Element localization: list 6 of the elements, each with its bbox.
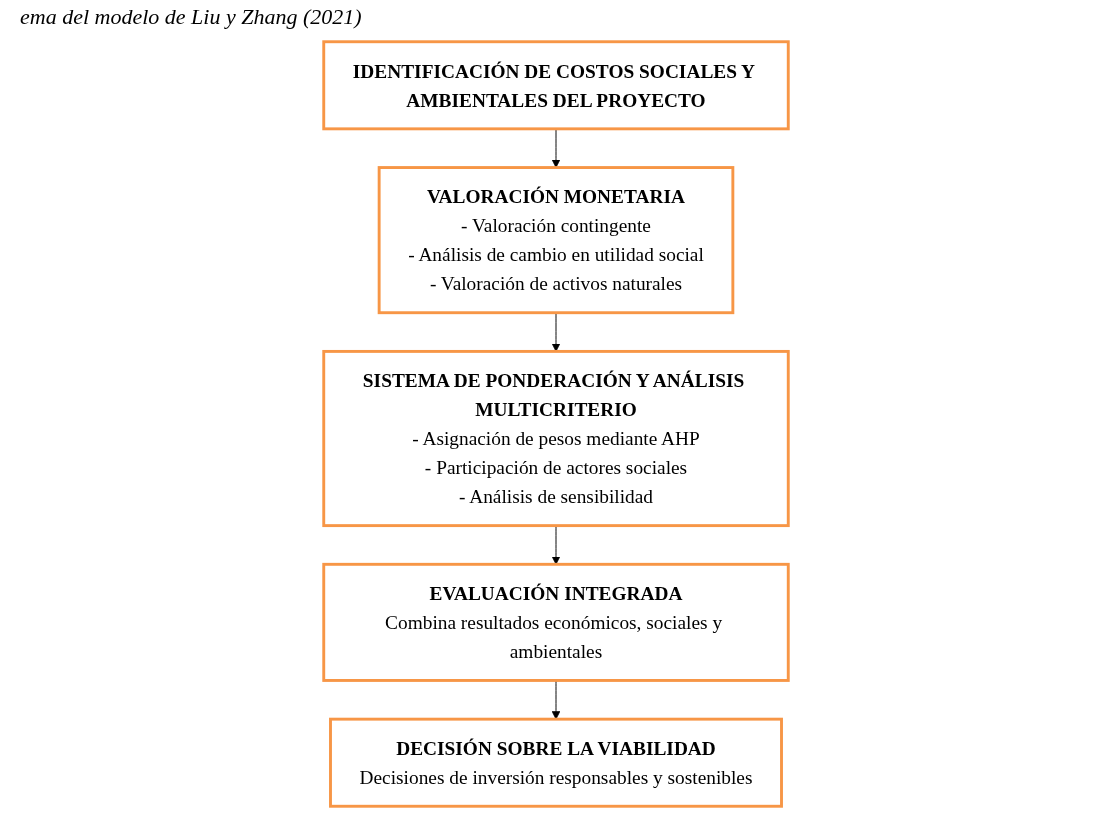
- node-box: IDENTIFICACIÓN DE COSTOS SOCIALES Y AMBIENTALES DEL PROYECTO: [322, 40, 790, 131]
- node-box: SISTEMA DE PONDERACIÓN Y ANÁLISIS MULTICRITERIO - Asignación de pesos mediante AHP - Participación de actores sociales - Análisis de sensibilidad: [322, 349, 790, 528]
- node-box: VALORACIÓN MONETARIA - Valoración contingente - Análisis de cambio en utilidad social - Valoración de activos naturales: [377, 166, 735, 315]
- figure-title: ema del modelo de Liu y Zhang (2021): [20, 4, 363, 30]
- node-box: DECISIÓN SOBRE LA VIABILIDAD Decisiones de inversión responsables y sostenibles: [329, 717, 783, 808]
- node-box: EVALUACIÓN INTEGRADA Combina resultados económicos, sociales y ambientales: [322, 562, 790, 682]
